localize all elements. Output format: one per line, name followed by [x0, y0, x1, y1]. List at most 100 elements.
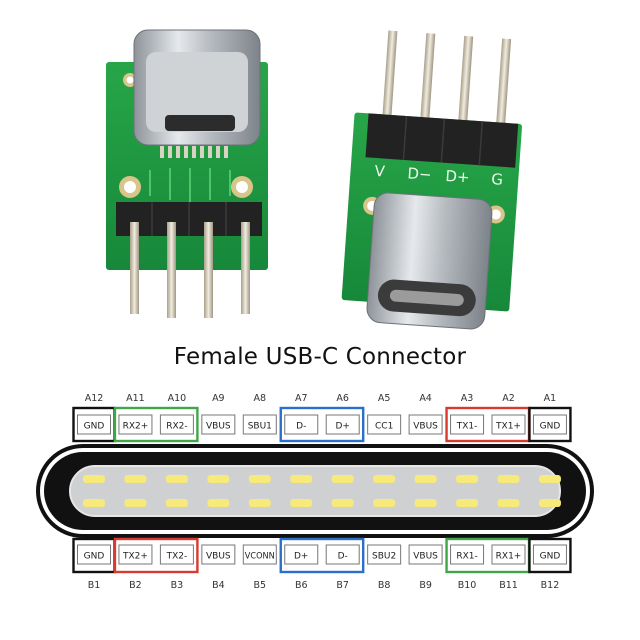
bottom-pin-groups [72, 537, 572, 574]
left-smd-pins [160, 146, 228, 158]
usb-c-port-outline [36, 444, 594, 538]
top-pin-label: GND [540, 422, 561, 432]
contact-pad-bottom [124, 499, 147, 507]
bottom-group-black [528, 537, 572, 574]
top-pin-label: D+ [335, 422, 349, 432]
top-pin-label: VBUS [206, 422, 231, 432]
top-pin-box [77, 414, 111, 435]
top-pin-label: TX1+ [495, 422, 521, 432]
contact-pad-top [290, 475, 313, 483]
top-pin-label: TX1- [456, 422, 478, 432]
top-pin-box [118, 414, 153, 435]
contact-pad-bottom [456, 499, 479, 507]
silkscreen-dplus: D+ [445, 167, 470, 187]
top-pin-box [450, 414, 485, 435]
top-pin-number: A6 [336, 393, 349, 404]
bottom-pin-label: RX1- [456, 552, 477, 562]
contact-pad-top [538, 475, 561, 483]
contact-pad-bottom [331, 499, 354, 507]
bottom-pin-box [77, 544, 111, 565]
bottom-pin-box [242, 544, 277, 565]
bottom-group-blue [279, 537, 365, 574]
contact-pad-bottom [248, 499, 271, 507]
bottom-pin-number: B3 [171, 580, 184, 591]
top-pin-number: A9 [212, 393, 225, 404]
top-pin-box [532, 414, 567, 435]
bottom-pin-box [325, 544, 360, 565]
top-pin-box [325, 414, 360, 435]
top-pin-box [159, 414, 194, 435]
contact-pads [83, 475, 561, 507]
contact-pad-top [373, 475, 396, 483]
contact-pad-bottom [538, 499, 561, 507]
bottom-pin-box [532, 544, 567, 565]
bottom-pin-label: TX2- [166, 552, 188, 562]
usb-c-tongue [69, 465, 561, 517]
bottom-pin-number: B8 [378, 580, 391, 591]
bottom-pin-label: D- [338, 552, 348, 562]
bottom-pin-box [450, 544, 485, 565]
top-pin-box [491, 414, 526, 435]
bottom-pin-box [201, 544, 236, 565]
left-pcb-traces [149, 168, 231, 205]
bottom-pin-number: B10 [458, 580, 477, 591]
top-pin-number: A7 [295, 393, 308, 404]
top-pin-label: RX2+ [123, 422, 149, 432]
top-group-black [528, 406, 572, 443]
right-header-pins [381, 30, 512, 139]
bottom-pin-box [408, 544, 443, 565]
top-group-blue [279, 406, 365, 443]
top-group-green [113, 406, 199, 443]
bottom-pin-box [367, 544, 402, 565]
top-pin-number: A8 [254, 393, 267, 404]
contact-pad-bottom [290, 499, 313, 507]
top-pin-label: GND [84, 422, 105, 432]
contact-pad-top [456, 475, 479, 483]
breakout-boards-photo: V D− D+ G [106, 29, 523, 330]
top-pin-label: RX2- [166, 422, 187, 432]
contact-pad-bottom [497, 499, 520, 507]
contact-pad-top [414, 475, 437, 483]
bottom-pin-number: B5 [254, 580, 267, 591]
bottom-pin-label: VBUS [206, 552, 231, 562]
top-pin-box [367, 414, 402, 435]
top-pin-number: A11 [126, 393, 145, 404]
bottom-pin-number: B4 [212, 580, 225, 591]
bottom-pin-box [491, 544, 526, 565]
top-pin-box [201, 414, 236, 435]
bottom-pin-label: GND [84, 552, 105, 562]
right-silkscreen: V D− D+ G [374, 162, 504, 189]
bottom-pin-label: TX2+ [122, 552, 148, 562]
contact-pad-bottom [165, 499, 188, 507]
bottom-pin-label: VBUS [413, 552, 438, 562]
top-pin-number: A2 [502, 393, 515, 404]
top-pin-number: A3 [461, 393, 474, 404]
bottom-pin-number: B7 [336, 580, 349, 591]
top-pin-box [284, 414, 319, 435]
bottom-pin-box [118, 544, 153, 565]
top-pin-box [408, 414, 443, 435]
contact-pad-top [165, 475, 188, 483]
left-breakout-board [106, 29, 268, 318]
contact-pad-top [248, 475, 271, 483]
left-header-pins [130, 222, 250, 318]
right-breakout-board: V D− D+ G [341, 30, 523, 330]
top-pin-number: A5 [378, 393, 391, 404]
bottom-pin-number: B9 [419, 580, 432, 591]
silkscreen-v: V [374, 162, 386, 181]
top-pin-label: CC1 [375, 422, 393, 432]
top-pin-groups [72, 406, 572, 443]
silkscreen-g: G [491, 170, 504, 189]
bottom-pin-box [159, 544, 194, 565]
contact-pad-bottom [414, 499, 437, 507]
contact-pad-bottom [373, 499, 396, 507]
contact-pad-top [331, 475, 354, 483]
bottom-pin-label: RX1+ [496, 552, 522, 562]
contact-pad-top [83, 475, 105, 483]
bottom-pin-number: B6 [295, 580, 308, 591]
contact-pad-top [207, 475, 230, 483]
